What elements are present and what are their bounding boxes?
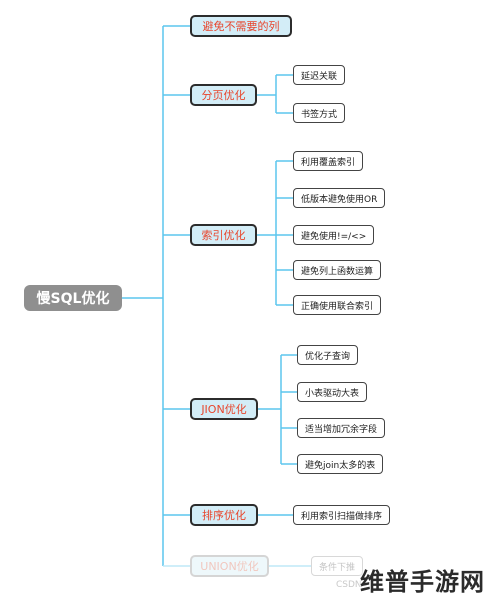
leaf-small-drives-large[interactable]: 小表驱动大表: [297, 382, 368, 402]
leaf-avoid-not-equal[interactable]: 避免使用!=/<>: [293, 225, 375, 245]
csdn-watermark: CSDN: [336, 580, 362, 590]
leaf-bookmark-method[interactable]: 书签方式: [293, 103, 346, 123]
leaf-condition-pushdown[interactable]: 条件下推: [311, 556, 364, 576]
leaf-deferred-join[interactable]: 延迟关联: [293, 65, 346, 85]
leaf-covering-index[interactable]: 利用覆盖索引: [293, 151, 364, 171]
node-join-optimization[interactable]: JION优化: [190, 398, 258, 420]
leaf-avoid-many-joins[interactable]: 避免join太多的表: [297, 454, 384, 474]
leaf-avoid-column-functions[interactable]: 避免列上函数运算: [293, 260, 382, 280]
node-union-optimization[interactable]: UNION优化: [190, 555, 269, 577]
node-avoid-unneeded-columns[interactable]: 避免不需要的列: [190, 15, 292, 37]
node-sort-optimization[interactable]: 排序优化: [190, 504, 258, 526]
leaf-redundant-fields[interactable]: 适当增加冗余字段: [297, 418, 386, 438]
brand-watermark: 维普手游网: [360, 568, 485, 596]
leaf-index-scan-sort[interactable]: 利用索引扫描做排序: [293, 505, 391, 525]
leaf-optimize-subquery[interactable]: 优化子查询: [297, 345, 359, 365]
node-pagination-optimization[interactable]: 分页优化: [190, 84, 257, 106]
leaf-composite-index[interactable]: 正确使用联合索引: [293, 295, 382, 315]
node-index-optimization[interactable]: 索引优化: [190, 224, 257, 246]
leaf-avoid-or[interactable]: 低版本避免使用OR: [293, 188, 386, 208]
root-node-slow-sql[interactable]: 慢SQL优化: [24, 285, 122, 311]
